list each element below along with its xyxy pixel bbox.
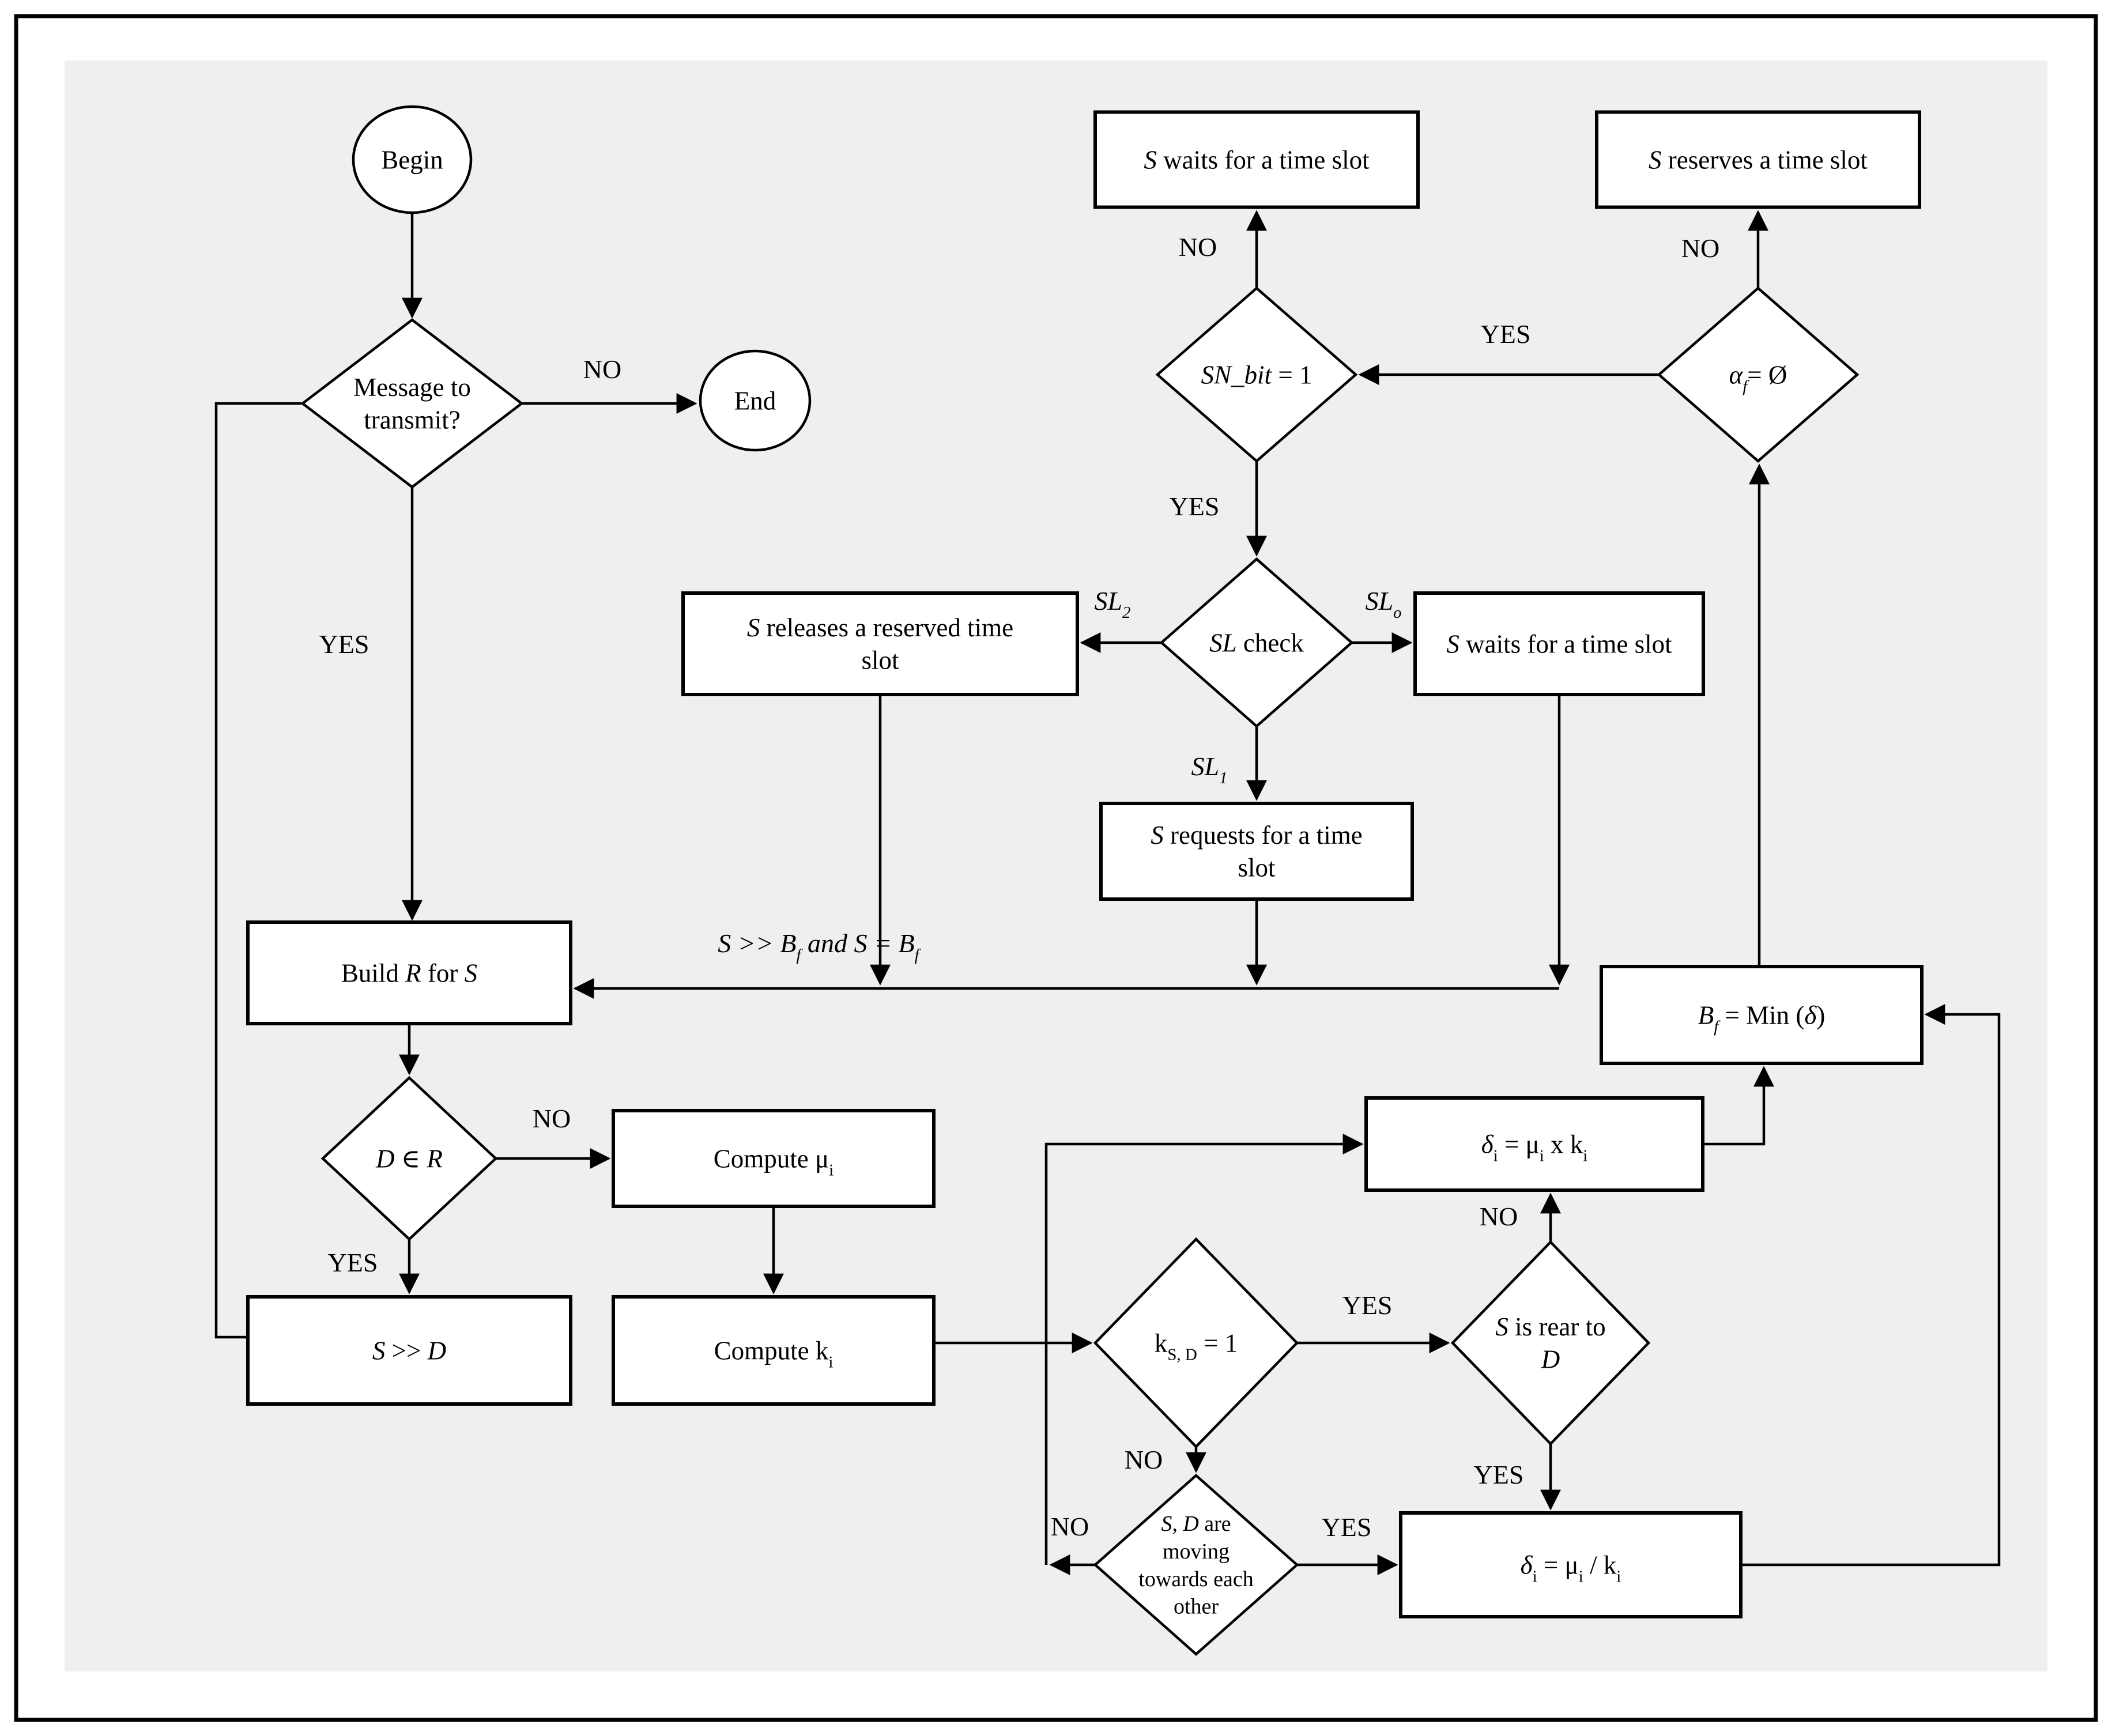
node-s-releases-label: S releases a reserved time — [747, 613, 1013, 642]
label-no-message-end: NO — [583, 354, 621, 384]
label-yes-ksd-srear: YES — [1342, 1290, 1393, 1320]
node-compute-k — [612, 1295, 936, 1406]
node-s-rear-d — [1450, 1240, 1651, 1446]
node-sl-check-label: SL check — [1209, 628, 1304, 657]
node-sn-bit-label: SN_bit = 1 — [1201, 360, 1313, 389]
node-sd-moving-label: S, D are — [1161, 1512, 1231, 1536]
node-s-to-d — [246, 1295, 572, 1406]
node-compute-mu — [612, 1109, 936, 1208]
label-sl1: SL1 — [1191, 752, 1227, 787]
node-sl-check — [1159, 557, 1354, 728]
node-sd-moving-label: moving — [1163, 1539, 1230, 1564]
edge-s-to-d-loop-to-message — [214, 402, 301, 1339]
node-s-waits-right-label: S waits for a time slot — [1446, 629, 1672, 658]
node-s-requests — [1099, 802, 1414, 901]
label-yes-srear-deltadiv: YES — [1474, 1460, 1524, 1489]
node-message-to-transmit-label: transmit? — [364, 406, 460, 435]
node-sn-bit — [1155, 286, 1358, 463]
node-bf-min — [1600, 965, 1924, 1065]
node-bf-min-label: Bf = Min (δ) — [1698, 1001, 1826, 1036]
node-build-r — [246, 920, 572, 1025]
node-end — [699, 349, 812, 452]
node-s-reserves — [1595, 110, 1921, 209]
node-s-rear-d-label: S is rear to — [1495, 1312, 1605, 1341]
node-s-releases-label: slot — [861, 646, 899, 675]
label-no-dinr-computemu: NO — [533, 1104, 571, 1133]
node-begin-label: Begin — [381, 145, 443, 174]
label-yes-dinr-std: YES — [328, 1248, 378, 1277]
node-s-requests-label: slot — [1238, 854, 1276, 882]
node-s-to-d-label: S >> D — [372, 1336, 446, 1365]
node-message-to-transmit — [300, 318, 524, 489]
edge-delta-div-to-bf — [1741, 1004, 2001, 1567]
node-af-empty — [1657, 286, 1860, 463]
label-no-sn-swaits: NO — [1179, 232, 1217, 262]
node-s-waits-top-label: S waits for a time slot — [1144, 145, 1370, 174]
node-build-r-label: Build R for S — [341, 958, 477, 987]
node-sd-moving-label: other — [1174, 1595, 1219, 1619]
node-s-reserves-label: S reserves a time slot — [1649, 145, 1868, 174]
node-delta-mul — [1364, 1096, 1704, 1192]
outer-border — [14, 14, 2098, 1722]
label-no-srear-deltamul: NO — [1480, 1202, 1518, 1231]
label-yes-sdmoving-deltadiv: YES — [1322, 1512, 1372, 1542]
label-sl2: SL2 — [1094, 586, 1130, 622]
node-d-in-r-label: D ∈ R — [375, 1144, 443, 1173]
label-yes-sn-sl: YES — [1170, 492, 1220, 521]
node-delta-div — [1399, 1511, 1743, 1618]
edge-return-to-delta-mul — [1044, 1134, 1364, 1565]
label-yes-af-sn: YES — [1481, 319, 1531, 349]
node-message-to-transmit-label: Message to — [353, 373, 471, 402]
node-s-waits-top — [1093, 110, 1420, 209]
node-s-releases — [681, 591, 1079, 696]
node-delta-mul-label: δi = μi x ki — [1481, 1130, 1588, 1165]
node-delta-div-label: δi = μi / ki — [1521, 1550, 1621, 1586]
node-s-rear-d-label: D — [1541, 1345, 1560, 1374]
label-bf-condition: S >> Bf and S = Bf — [718, 929, 921, 964]
label-yes-message-build: YES — [319, 629, 369, 659]
node-ksd-eq-1 — [1093, 1237, 1299, 1449]
node-sd-moving — [1093, 1473, 1299, 1656]
node-d-in-r — [320, 1075, 498, 1241]
node-end-label: End — [734, 386, 776, 415]
node-compute-mu-label: Compute μi — [714, 1144, 834, 1179]
node-af-empty-label: αf= Ø — [1729, 360, 1787, 395]
node-s-waits-right — [1413, 591, 1705, 696]
label-no-sdmoving-return: NO — [1051, 1512, 1089, 1541]
node-sd-moving-label: towards each — [1138, 1567, 1253, 1591]
node-s-requests-label: S requests for a time — [1151, 821, 1362, 850]
label-no-ksd-sdmoving: NO — [1125, 1445, 1163, 1474]
node-begin — [352, 105, 473, 214]
node-compute-k-label: Compute ki — [714, 1336, 834, 1371]
label-sl0: SLo — [1365, 586, 1401, 622]
label-no-af-sreserves: NO — [1681, 233, 1719, 263]
edge-delta-mul-to-bf — [1703, 1066, 1774, 1146]
node-ksd-eq-1-label: kS, D = 1 — [1155, 1329, 1238, 1364]
